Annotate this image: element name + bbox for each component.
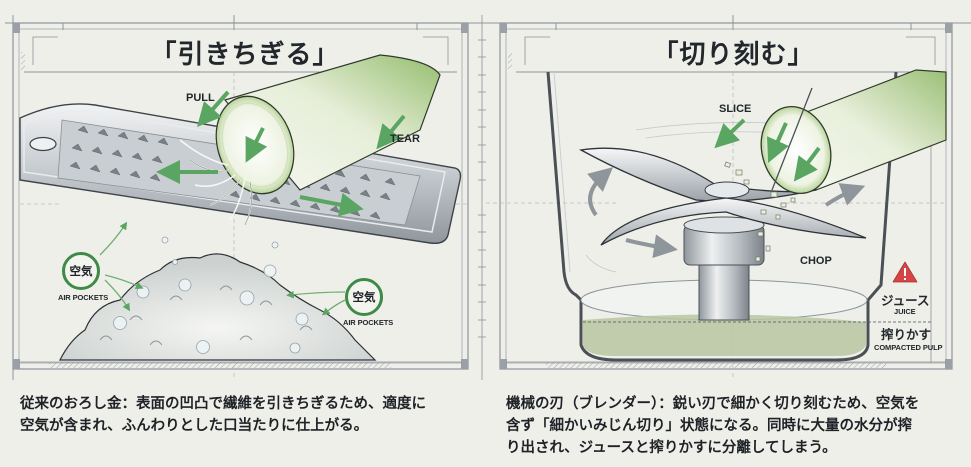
warning-triangle-icon [892,261,918,283]
pull-label: PULL [186,92,215,104]
air-pocket-badge-left: 空気 [62,252,100,290]
chop-label: CHOP [800,255,832,267]
tear-label: TEAR [390,133,420,145]
grater-panel: 「引きちぎる」 PULL TEAR 空気 AIR POCKETS 空気 AIR … [0,0,486,380]
juice-label-en: JUICE [894,307,916,316]
pulp-label-en: COMPACTED PULP [874,343,943,352]
grater-caption-line-2: 空気が含まれ、ふんわりとした口当たりに仕上がる。 [20,418,369,434]
blender-caption: 機械の刃（ブレンダー）：鋭い刃で細かく切り刻むため、空気を 含ず「細かいみじん切… [506,393,956,459]
blender-caption-line-3: り出され、ジュースと搾りかすに分離してしまう。 [506,440,837,456]
pulp-label-jp: 搾りかす [881,327,932,342]
grater-title: 「引きちぎる」 [150,39,340,70]
blender-title: 「切り刻む」 [652,39,815,70]
blender-panel: 「切り刻む」 SLICE CHOP ジュース JUICE 搾りかす COMPAC… [486,0,971,380]
grater-illustration [5,15,486,380]
slice-label: SLICE [719,103,752,115]
juice-label-jp: ジュース [881,293,930,308]
air-pocket-badge-right: 空気 [345,278,383,316]
grater-caption: 従来のおろし金：表面の凹凸で繊維を引きちぎるため、適度に 空気が含まれ、ふんわり… [20,393,470,437]
air-pockets-label-left: AIR POCKETS [58,293,109,302]
blender-caption-line-1: 機械の刃（ブレンダー）：鋭い刃で細かく切り刻むため、空気を [506,396,920,412]
grater-caption-line-1: 従来のおろし金：表面の凹凸で繊維を引きちぎるため、適度に [20,396,426,412]
blender-illustration [486,15,971,380]
air-pockets-label-right: AIR POCKETS [343,318,394,327]
blender-caption-line-2: 含ず「細かいみじん切り」状態になる。同時に大量の水分が搾 [506,418,912,434]
